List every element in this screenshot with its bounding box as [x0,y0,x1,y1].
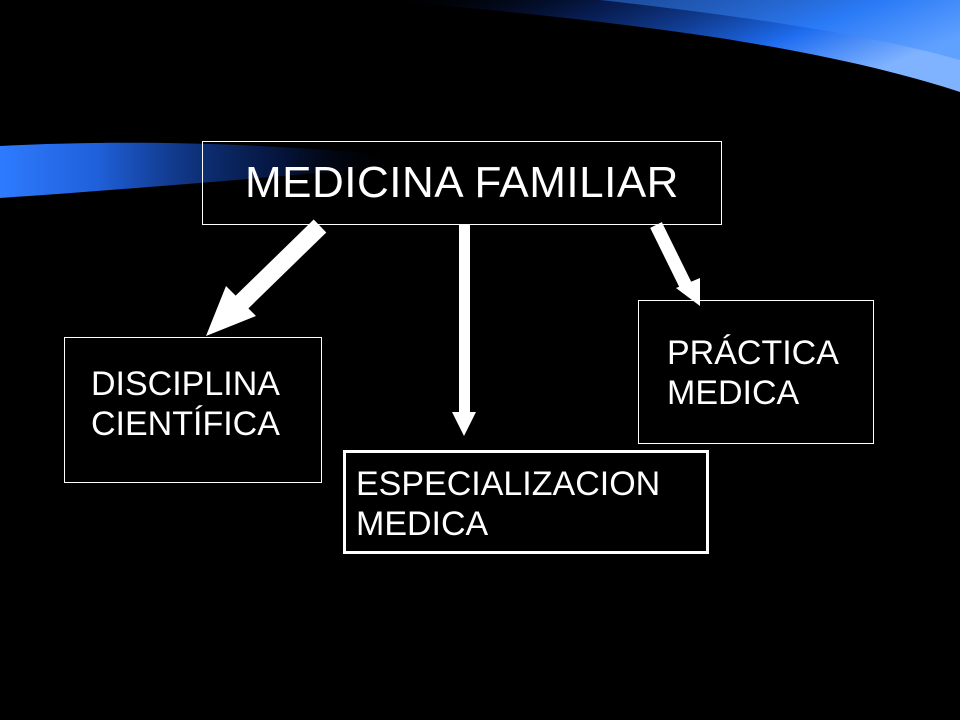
child-node-disciplina: DISCIPLINA CIENTÍFICA [64,337,322,483]
child-node-label: DISCIPLINA CIENTÍFICA [91,365,280,443]
top-right-swoosh [370,0,960,92]
child-node-practica: PRÁCTICA MEDICA [638,300,874,444]
child-node-label: ESPECIALIZACION MEDICA [356,465,661,543]
child-node-especializacion: ESPECIALIZACION MEDICA [343,450,709,554]
root-node-box: MEDICINA FAMILIAR [202,141,722,225]
child-node-label: PRÁCTICA MEDICA [667,334,839,412]
root-node-label: MEDICINA FAMILIAR [245,158,679,207]
left-swoosh [0,142,400,198]
